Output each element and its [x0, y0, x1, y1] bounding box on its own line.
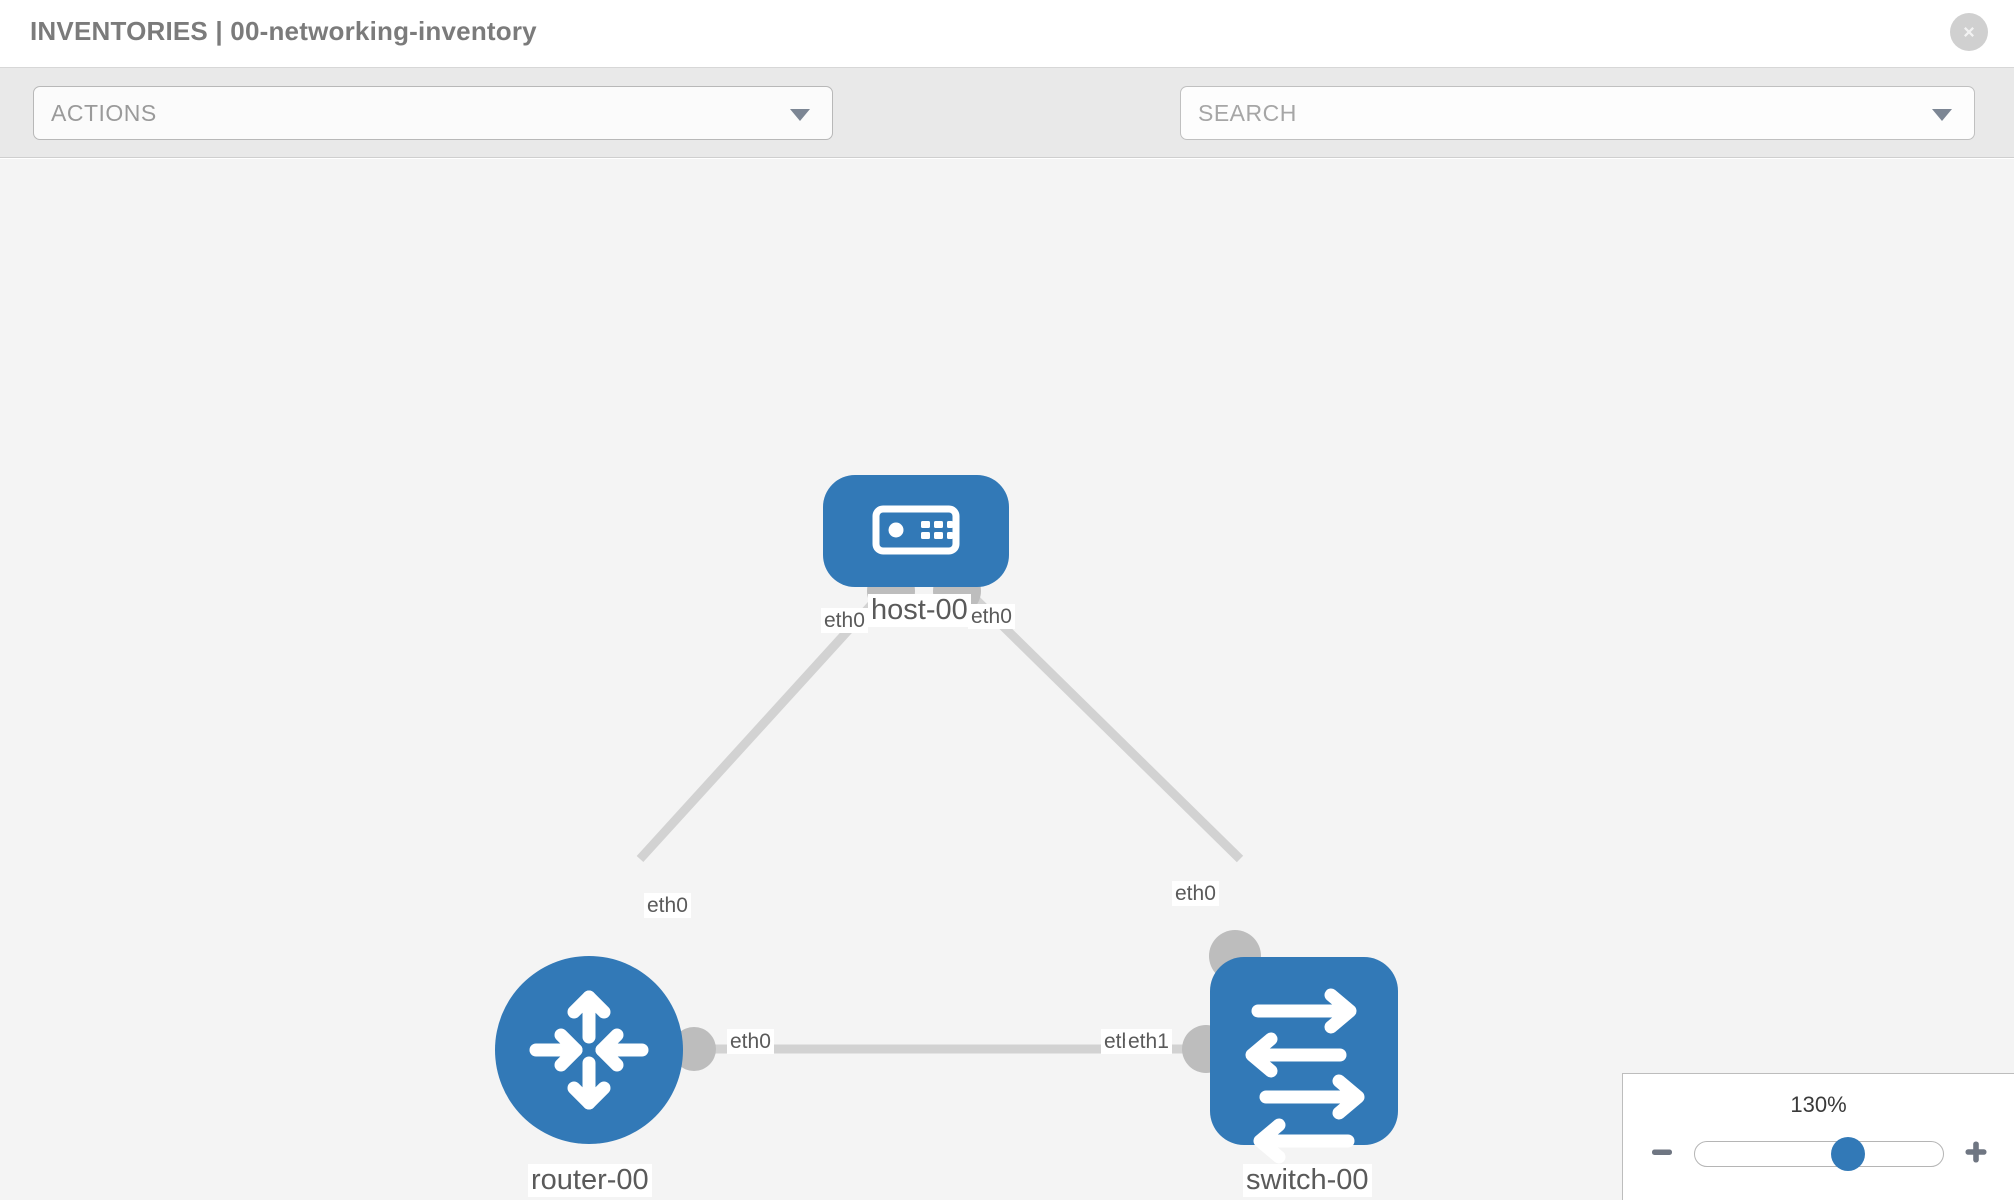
switch-arrows-icon — [1245, 988, 1365, 1164]
zoom-slider-thumb[interactable] — [1831, 1137, 1866, 1171]
server-icon — [872, 505, 960, 555]
topology-graph — [495, 475, 1398, 1164]
edge-label-host-router-target: eth0 — [644, 893, 691, 918]
minus-icon — [1649, 1139, 1675, 1170]
node-host-00[interactable] — [823, 475, 1009, 587]
node-label-host-00: host-00 — [868, 594, 971, 627]
edge-label-host-router-source: eth0 — [821, 608, 868, 633]
interface-nubs — [672, 567, 1261, 1073]
topology-canvas[interactable]: host-00 router-00 switch-00 eth0 eth0 et… — [0, 159, 2014, 1200]
page-header: INVENTORIES | 00-networking-inventory — [0, 0, 2014, 68]
actions-dropdown[interactable]: ACTIONS — [33, 86, 833, 140]
close-icon — [1958, 21, 1980, 43]
node-label-switch-00: switch-00 — [1243, 1164, 1372, 1197]
node-switch-00[interactable] — [1210, 957, 1398, 1164]
toolbar: ACTIONS — [0, 68, 2014, 198]
edge-label-host-switch-source: eth0 — [968, 604, 1015, 629]
plus-icon — [1962, 1138, 1990, 1171]
actions-dropdown-label: ACTIONS — [51, 99, 157, 126]
zoom-out-button[interactable] — [1646, 1138, 1678, 1170]
router-arrows-icon — [529, 990, 649, 1110]
zoom-control-panel: 130% — [1622, 1073, 2014, 1200]
zoom-in-button[interactable] — [1960, 1138, 1992, 1170]
zoom-percent-label: 130% — [1790, 1092, 1847, 1117]
edge-label-switch-eth1: eth1 — [1125, 1029, 1172, 1054]
edge-label-router-switch-source: eth0 — [727, 1029, 774, 1054]
edge-label-host-switch-target: eth0 — [1172, 881, 1219, 906]
chevron-down-icon — [790, 109, 810, 121]
search-placeholder: SEARCH — [1198, 99, 1297, 126]
nub-router-right — [672, 1027, 716, 1071]
zoom-slider[interactable] — [1693, 1137, 1944, 1171]
close-button[interactable] — [1950, 13, 1988, 51]
node-label-router-00: router-00 — [528, 1164, 652, 1197]
page-title: INVENTORIES | 00-networking-inventory — [30, 16, 537, 46]
search-input[interactable]: SEARCH — [1180, 86, 1975, 140]
chevron-down-icon[interactable] — [1932, 109, 1952, 121]
node-router-00[interactable] — [495, 956, 683, 1144]
